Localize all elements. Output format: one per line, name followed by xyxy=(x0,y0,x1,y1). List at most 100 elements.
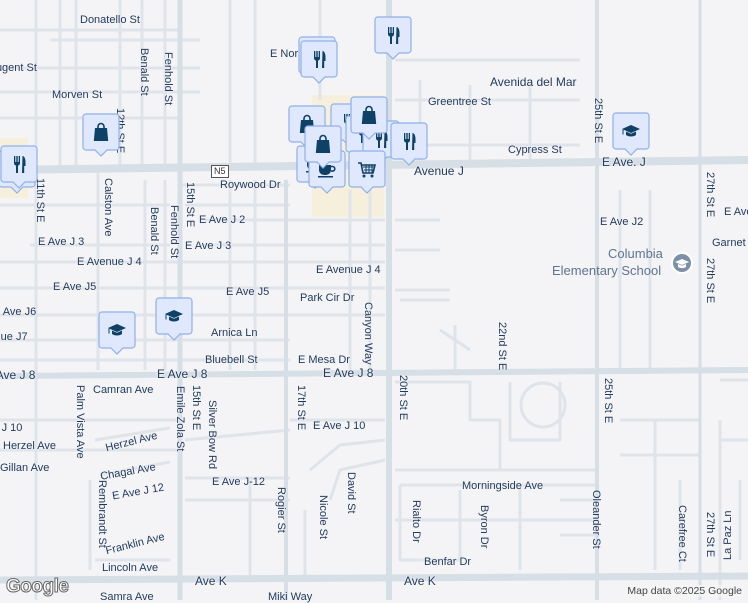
street-label: Fenhold St xyxy=(162,52,174,106)
street-label: Donatello St xyxy=(80,14,140,26)
street-label: Roywood Dr xyxy=(220,179,281,191)
street-label: Garnet xyxy=(712,237,746,249)
shopping-marker[interactable] xyxy=(304,125,342,169)
street-label: Fenhold St xyxy=(168,205,180,259)
restaurant-marker[interactable] xyxy=(374,16,412,60)
street-label: 17th St E xyxy=(295,385,307,431)
street-label: Nugent St xyxy=(0,62,37,74)
street-label: Herzel Ave xyxy=(3,440,56,452)
street-label: Carefree Ct xyxy=(676,505,688,562)
street-label: E Ave J 8 xyxy=(157,367,208,381)
street-label: Camran Ave xyxy=(93,384,154,396)
street-label: E Avenue J 4 xyxy=(316,264,381,276)
street-label: La Paz Ln xyxy=(722,510,734,560)
street-label: Ave K xyxy=(195,574,227,588)
street-label: David St xyxy=(345,472,357,514)
street-label: Lincoln Ave xyxy=(102,562,159,574)
street-label: Morningside Ave xyxy=(462,480,544,492)
minor-road xyxy=(398,485,462,562)
street-label: E Ave J 8 xyxy=(323,366,374,380)
street-label: 25th St E xyxy=(592,98,604,144)
map-attribution[interactable]: Map data ©2025 Google xyxy=(625,585,744,597)
street-label: E Ave J 10 xyxy=(313,420,366,432)
street-label: Nicole St xyxy=(317,495,329,540)
street-label: Palm Vista Ave xyxy=(74,385,86,459)
street-label: Oleander St xyxy=(590,490,602,549)
street-label: Arnica Ln xyxy=(211,327,258,339)
school-icon xyxy=(622,125,640,137)
shopping-icon xyxy=(315,134,331,153)
street-label: E Ave J 8 xyxy=(0,368,36,382)
restaurant-marker[interactable] xyxy=(390,122,428,166)
street-label: Emile Zola St xyxy=(174,386,186,452)
poi-label-line2: Elementary School xyxy=(552,263,662,278)
street-label: 27th St E xyxy=(704,258,716,304)
street-label: Bluebell St xyxy=(205,354,258,366)
restaurant-marker[interactable] xyxy=(0,145,38,189)
restaurant-icon xyxy=(388,27,400,44)
street-label: 15th St E xyxy=(190,385,202,431)
street-label: E Ave J 3 xyxy=(185,240,232,252)
street-label: Rialto Dr xyxy=(410,500,422,543)
shopping-icon xyxy=(361,105,377,124)
minor-road xyxy=(94,426,171,442)
minor-road xyxy=(328,458,386,501)
street-label: Benfar Dr xyxy=(424,556,472,568)
google-logo: Google xyxy=(5,576,69,598)
street-label: E Ave J 3 xyxy=(38,236,85,248)
school-marker[interactable] xyxy=(155,297,193,341)
street-label: E Ave xyxy=(724,206,748,218)
street-label: E Ave J 10 xyxy=(0,422,23,434)
minor-road xyxy=(309,438,386,472)
street-label: 27th St E xyxy=(704,172,716,218)
restaurant-marker[interactable] xyxy=(300,40,338,84)
street-label: E Ave J2 xyxy=(600,216,644,228)
street-label: E Nor xyxy=(270,48,299,60)
shopping-marker[interactable] xyxy=(82,113,120,157)
street-label: 20th St E xyxy=(397,375,409,421)
road-e-ave-j8 xyxy=(0,367,748,379)
street-label: Benald St xyxy=(138,48,150,96)
street-label: E Avenue J7 xyxy=(0,331,28,343)
street-label: Cypress St xyxy=(508,144,562,156)
grocery-marker[interactable] xyxy=(348,150,386,194)
street-label: E Ave J5 xyxy=(226,286,270,298)
street-label: Rembrandt St xyxy=(96,480,108,548)
street-label: Avenida del Mar xyxy=(490,75,577,89)
street-label: E Ave J-12 xyxy=(212,476,265,488)
street-label: E Mesa Dr xyxy=(298,354,350,366)
grocery-icon xyxy=(358,162,377,178)
school-icon xyxy=(671,252,693,274)
shopping-marker[interactable] xyxy=(350,96,388,140)
restaurant-icon xyxy=(14,156,26,173)
street-label: E Ave J6 xyxy=(0,306,37,318)
street-label: Byron Dr xyxy=(478,505,490,549)
poi-label-line1: Columbia xyxy=(608,246,663,261)
street-label: 15th St E xyxy=(184,182,196,228)
street-label: E Ave J5 xyxy=(53,281,97,293)
street-label: Morven St xyxy=(52,89,103,101)
street-label: Miki Way xyxy=(268,591,313,603)
minor-road xyxy=(395,380,502,470)
street-label: Gillan Ave xyxy=(0,462,50,474)
road-ave-k xyxy=(0,572,748,584)
street-label: E Avenue J 4 xyxy=(77,256,142,268)
cul-de-sac xyxy=(519,381,567,429)
minor-road xyxy=(184,428,291,442)
street-label: Benald St xyxy=(148,207,160,255)
street-label: E Ave. J xyxy=(602,155,646,169)
restaurant-icon xyxy=(404,133,416,150)
school-icon xyxy=(165,310,183,322)
minor-road xyxy=(99,460,171,477)
street-label: Rogier St xyxy=(275,487,287,533)
street-label: Canyon Way xyxy=(362,302,374,365)
street-label: Calston Ave xyxy=(102,178,114,237)
street-label: 25th St E xyxy=(602,378,614,424)
school-marker[interactable] xyxy=(98,311,136,355)
street-label: Avenue J xyxy=(414,164,464,178)
minor-road xyxy=(508,382,562,442)
school-marker[interactable] xyxy=(612,112,650,156)
street-label: Park Cir Dr xyxy=(300,292,355,304)
route-shield-n5: N5 xyxy=(211,165,229,178)
